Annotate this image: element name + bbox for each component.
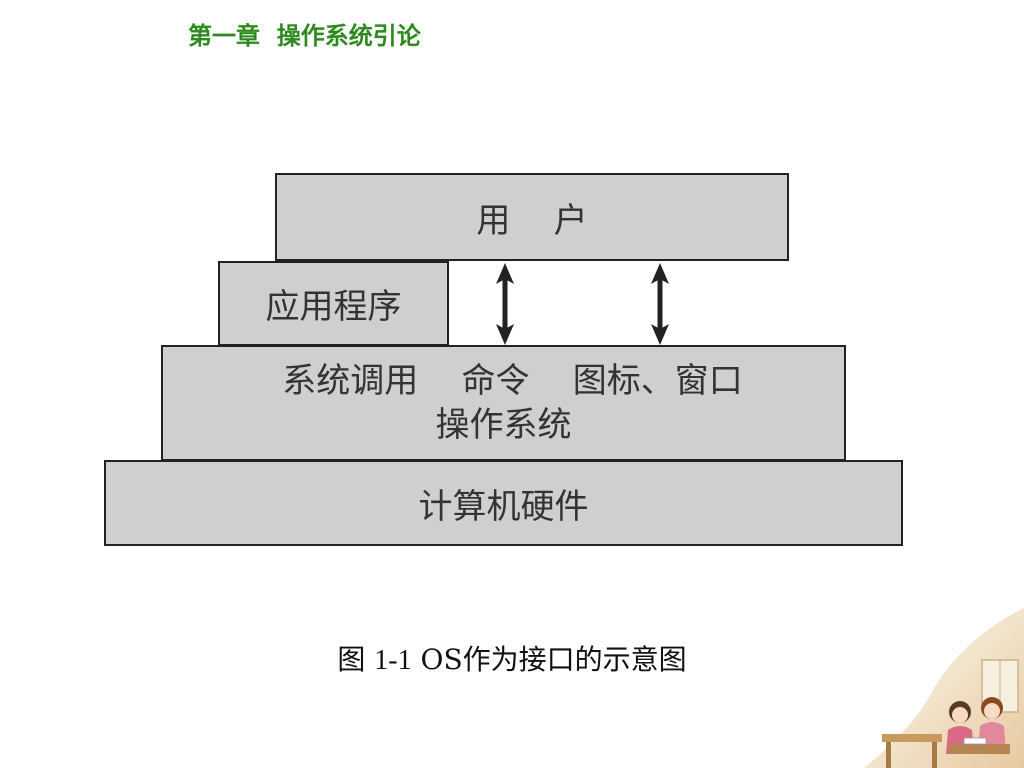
- os-interfaces-label: 系统调用 命令 图标、窗口: [282, 361, 743, 401]
- os-layer-box: 系统调用 命令 图标、窗口 操作系统: [161, 345, 846, 461]
- caption-number: 1-1: [374, 645, 412, 676]
- girls-reading-illustration-icon: [864, 608, 1024, 768]
- user-layer-box: 用 户: [275, 173, 789, 261]
- caption-label: 图: [337, 643, 366, 676]
- figure-caption: 图 1-1 OS作为接口的示意图: [0, 638, 1024, 678]
- double-arrow-right-icon: [651, 263, 669, 345]
- double-arrow-left-icon: [496, 263, 514, 345]
- hardware-layer-box: 计算机硬件: [104, 460, 903, 546]
- os-name-label: 操作系统: [435, 405, 572, 445]
- chapter-title: 第一章 操作系统引论: [188, 22, 421, 50]
- caption-text: OS作为接口的示意图: [420, 643, 687, 676]
